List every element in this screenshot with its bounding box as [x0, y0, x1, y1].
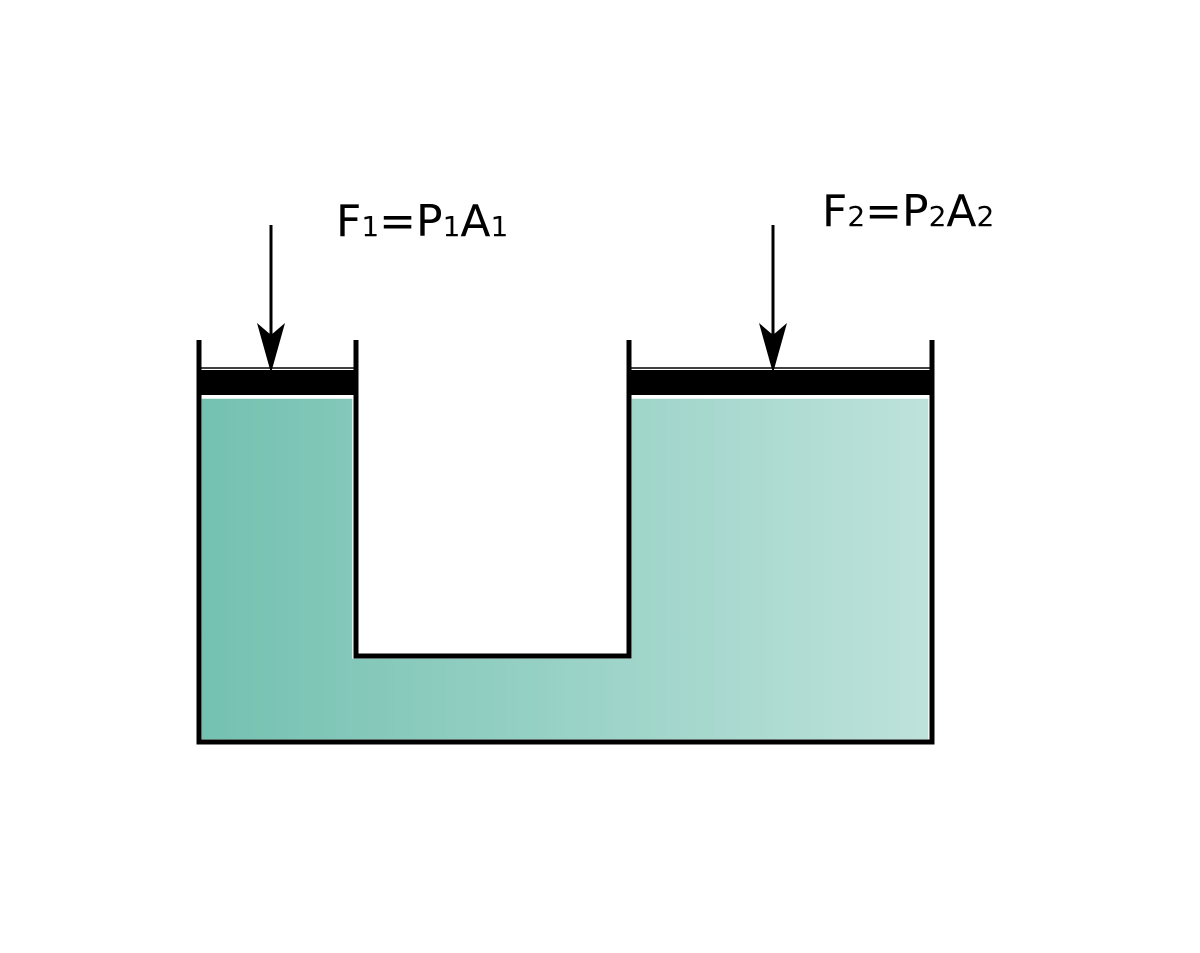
left-force-equals: = — [379, 196, 416, 247]
left-force-a: A — [460, 196, 490, 247]
right-piston — [629, 370, 932, 395]
left-force-f-subscript: 1 — [361, 210, 379, 243]
left-force-p-subscript: 1 — [443, 210, 461, 243]
right-force-a: A — [946, 186, 976, 237]
left-force-label: F1=P1A1 — [336, 196, 508, 247]
right-force-arrow — [759, 225, 787, 373]
right-force-label: F2=P2A2 — [822, 186, 994, 237]
left-force-f: F — [336, 196, 361, 247]
inner-channel-outline — [353, 340, 632, 659]
container-outline — [196, 340, 935, 745]
right-force-p: P — [902, 186, 929, 237]
right-force-equals: = — [865, 186, 902, 237]
left-force-arrow — [257, 225, 285, 373]
right-force-a-subscript: 2 — [977, 200, 995, 233]
left-force-p: P — [416, 196, 443, 247]
left-piston — [199, 370, 356, 395]
hydraulic-fluid — [200, 397, 930, 741]
right-force-p-subscript: 2 — [929, 200, 947, 233]
right-force-f: F — [822, 186, 847, 237]
left-force-a-subscript: 1 — [491, 210, 509, 243]
right-force-f-subscript: 2 — [847, 200, 865, 233]
